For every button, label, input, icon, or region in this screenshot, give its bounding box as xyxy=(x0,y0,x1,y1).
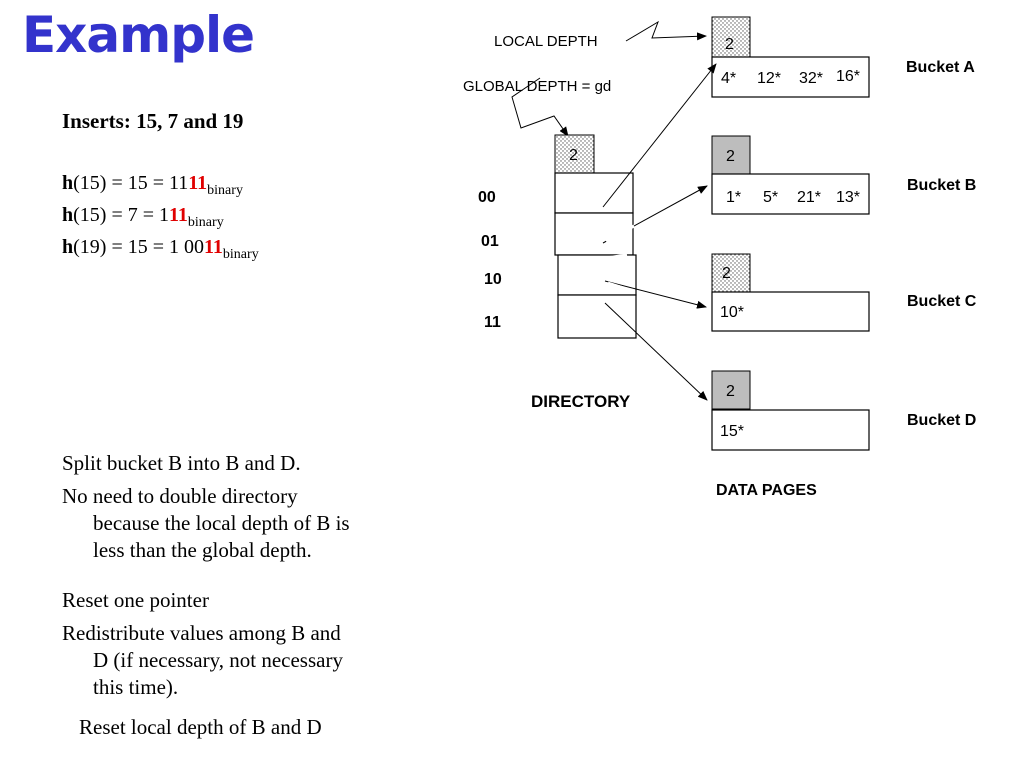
directory-entry-11: 11 xyxy=(484,314,501,331)
pointer-erase-mark-2 xyxy=(605,253,628,260)
bucket-b-value-1: 1* xyxy=(726,189,741,206)
hash-subscript: binary xyxy=(222,247,259,262)
bucket-b-value-2: 5* xyxy=(763,189,778,206)
pointer-11-to-d xyxy=(604,302,708,401)
bucket-b-page xyxy=(711,173,870,215)
bucket-b-name: Bucket B xyxy=(907,177,976,194)
bucket-d-name: Bucket D xyxy=(907,412,976,429)
pointer-10-to-c xyxy=(604,280,707,309)
bucket-a-name: Bucket A xyxy=(906,59,975,76)
bucket-b-depth: 2 xyxy=(726,148,735,165)
hash-line-1: h(15) = 15 = 1111binary xyxy=(62,172,243,199)
hash-bits: 11 xyxy=(169,204,188,226)
bucket-a-page xyxy=(711,56,870,98)
bucket-d-depth-box xyxy=(711,370,751,410)
note-redistribute: Redistribute values among B and D (if ne… xyxy=(62,620,442,701)
bucket-a-depth-box xyxy=(711,16,751,58)
local-depth-label: LOCAL DEPTH xyxy=(494,33,598,50)
bucket-c-page xyxy=(711,291,870,332)
bucket-d-depth: 2 xyxy=(726,383,735,400)
hash-bits: 11 xyxy=(204,236,223,258)
note-no-double-line2: because the local depth of B is xyxy=(93,511,350,535)
note-no-double-line3: less than the global depth. xyxy=(93,538,312,562)
hash-subscript: binary xyxy=(207,183,243,198)
note-redistribute-line1: Redistribute values among B and xyxy=(62,621,341,645)
bucket-c-name: Bucket C xyxy=(907,293,977,310)
bucket-c-depth-box xyxy=(711,253,751,293)
directory-entry-01: 01 xyxy=(481,233,499,250)
bucket-b-value-3: 21* xyxy=(797,189,821,206)
directory-entry-10: 10 xyxy=(484,271,502,288)
hash-fn-label: h xyxy=(62,172,74,194)
bucket-c-value-1: 10* xyxy=(720,304,744,321)
hash-line-3: h(19) = 15 = 1 0011binary xyxy=(62,236,259,263)
bucket-a-value-2: 12* xyxy=(757,70,781,87)
bucket-d-page xyxy=(711,409,870,451)
directory-entry-00: 00 xyxy=(478,189,496,206)
inserts-heading: Inserts: 15, 7 and 19 xyxy=(62,109,244,133)
bucket-c-depth: 2 xyxy=(722,265,731,282)
note-redistribute-line2: D (if necessary, not necessary xyxy=(93,648,343,672)
hash-expression: (15) = 15 = 11 xyxy=(73,172,189,194)
pointer-erase-mark-1 xyxy=(605,224,635,243)
data-pages-label: DATA PAGES xyxy=(716,482,817,499)
bucket-d-value-1: 15* xyxy=(720,423,744,440)
pointer-erase-mark-3 xyxy=(607,281,631,292)
global-depth-box xyxy=(554,134,595,174)
note-split: Split bucket B into B and D. xyxy=(62,451,301,475)
bucket-a-depth: 2 xyxy=(725,36,734,53)
note-no-double: No need to double directory because the … xyxy=(62,483,442,564)
hash-bits: 11 xyxy=(188,172,208,194)
hash-line-2: h(15) = 7 = 111binary xyxy=(62,204,224,231)
slide-title: Example xyxy=(22,6,255,64)
note-no-double-line1: No need to double directory xyxy=(62,484,298,508)
note-redistribute-line3: this time). xyxy=(93,675,179,699)
global-depth-label: GLOBAL DEPTH = gd xyxy=(463,78,611,95)
directory-label: DIRECTORY xyxy=(531,392,631,411)
hash-subscript: binary xyxy=(187,215,224,230)
hash-fn-label: h xyxy=(62,204,74,226)
bucket-a-value-1: 4* xyxy=(721,70,736,87)
note-reset-pointer: Reset one pointer xyxy=(62,588,209,612)
pointer-erase-mark-4 xyxy=(620,299,635,317)
bucket-a-value-4: 16* xyxy=(836,68,860,85)
global-depth-leader xyxy=(511,77,569,137)
hash-expression: (19) = 15 = 1 00 xyxy=(73,236,205,258)
hash-fn-label: h xyxy=(62,236,74,258)
bucket-b-value-4: 13* xyxy=(836,189,860,206)
directory-slot-00 xyxy=(554,172,634,214)
bucket-b-depth-box xyxy=(711,135,751,175)
pointer-00-to-a xyxy=(602,63,717,208)
global-depth-value: 2 xyxy=(569,147,578,164)
note-reset-depth: Reset local depth of B and D xyxy=(79,715,322,739)
local-depth-leader xyxy=(625,20,707,42)
hash-expression: (15) = 7 = 1 xyxy=(73,204,170,226)
bucket-a-value-3: 32* xyxy=(799,70,823,87)
